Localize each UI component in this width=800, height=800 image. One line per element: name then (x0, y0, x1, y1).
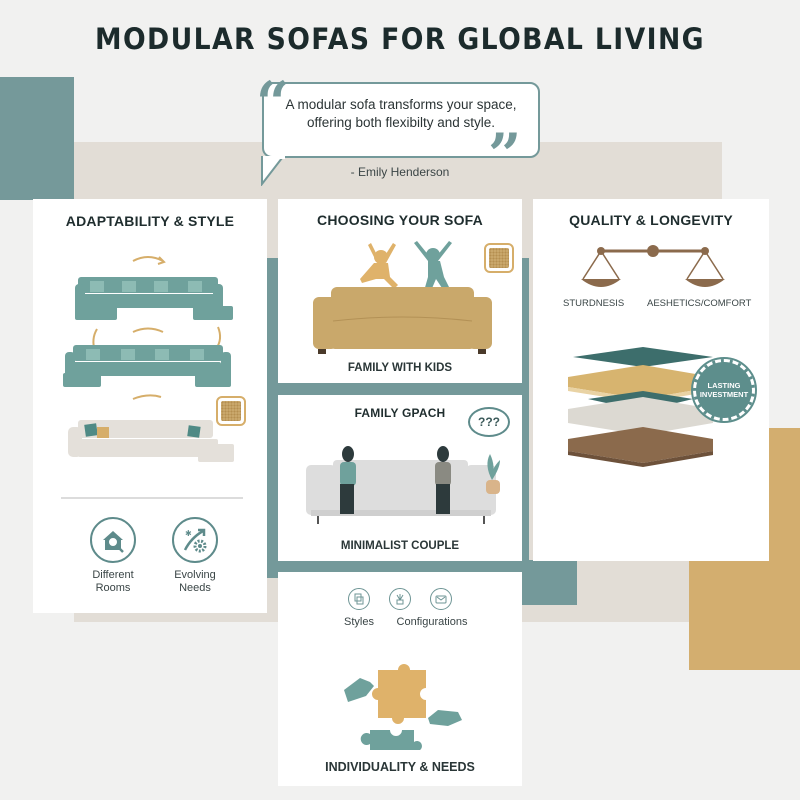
modular-sofa-configurations-illustration (63, 256, 234, 462)
scale-label-sturdiness: STURDNESIS (563, 298, 625, 309)
fabric-swatch-icon (216, 396, 246, 426)
open-quote-icon: “ (256, 69, 290, 137)
card-title: FAMILY GPACH (354, 406, 446, 420)
feature-evolving-needs: ✱ Evolving Needs (165, 517, 225, 595)
family-kids-sofa-illustration (313, 241, 492, 354)
styles-label: Styles (344, 616, 374, 628)
card-individuality-needs: Styles Configurations INDIVIDUALITY & NE… (278, 572, 522, 786)
lasting-investment-badge: LASTING INVESTMENT (691, 357, 757, 423)
background-teal-block-bottom (522, 560, 577, 605)
page-title: MODULAR SOFAS FOR GLOBAL LIVING (95, 22, 705, 56)
growth-gear-icon: ✱ (172, 517, 218, 563)
quote-text: A modular sofa transforms your space, of… (285, 97, 517, 130)
card-title: QUALITY & LONGEVITY (569, 212, 733, 228)
card-caption: MINIMALIST COUPLE (340, 540, 460, 552)
house-search-icon (90, 517, 136, 563)
quote-bubble-tail (261, 156, 285, 186)
card-family-approach: FAMILY GPACH ??? MINIMALIST COUPLE (278, 395, 522, 561)
card-title: CHOOSING YOUR SOFA (317, 212, 483, 228)
plant-icon (389, 588, 411, 610)
svg-text:✱: ✱ (185, 529, 192, 538)
divider (61, 497, 243, 499)
quote-author: - Emily Henderson (350, 165, 450, 179)
balance-scale-icon (581, 245, 725, 287)
configurations-icon (430, 588, 452, 610)
card-adaptability-style: ADAPTABILITY & STYLE (33, 199, 267, 613)
layered-cushion-illustration (568, 347, 713, 467)
minimalist-couple-sofa-illustration (306, 446, 500, 524)
quote-bubble (262, 82, 540, 158)
card-caption: INDIVIDUALITY & NEEDS (325, 760, 475, 774)
configurations-label: Configurations (396, 616, 468, 628)
styles-icon (348, 588, 370, 610)
scale-label-aesthetics: AESHETICS/COMFORT (647, 298, 752, 309)
card-caption: FAMILY WITH KIDS (347, 362, 453, 374)
background-teal-block-top-left (0, 77, 74, 200)
fabric-swatch-icon (484, 243, 514, 273)
puzzle-hands-illustration (344, 664, 462, 750)
card-choosing-your-sofa: CHOOSING YOUR SOFA FAMILY WITH KIDS (278, 199, 522, 383)
question-speech-bubble: ??? (468, 407, 510, 437)
card-title: ADAPTABILITY & STYLE (65, 213, 235, 229)
feature-different-rooms: Different Rooms (83, 517, 143, 595)
card-quality-longevity: QUALITY & LONGEVITY STURDNESIS AESHETICS… (533, 199, 769, 561)
close-quote-icon: ” (488, 121, 522, 189)
